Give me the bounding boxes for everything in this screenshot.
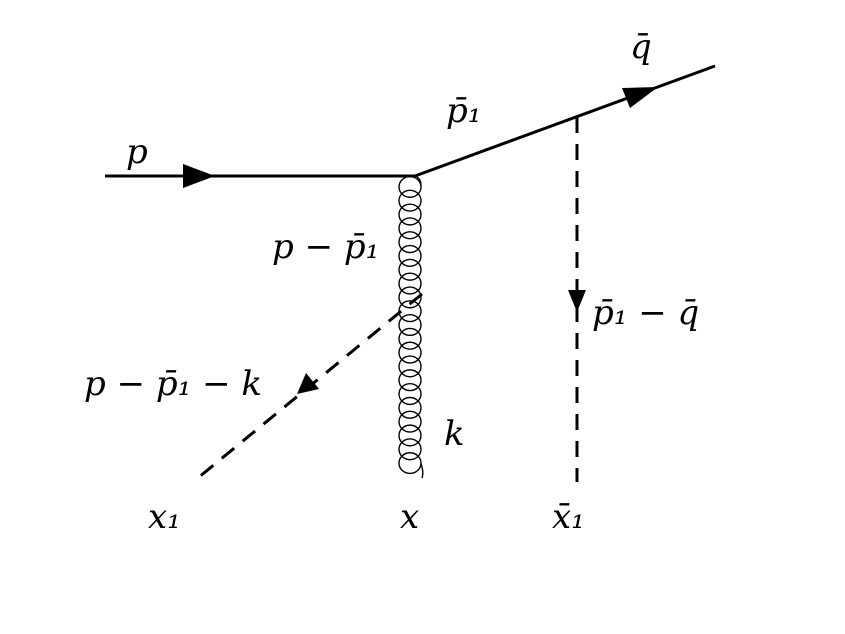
incoming-arrow xyxy=(183,164,215,188)
gluon-loop xyxy=(398,341,422,364)
gluon-loop xyxy=(398,313,422,337)
gluon-loop xyxy=(398,203,422,226)
gluon-loop xyxy=(398,327,422,350)
gluon-loop xyxy=(398,300,422,323)
label-p-minus-p1bar: p − p̄₁ xyxy=(272,227,379,267)
gluon-loop xyxy=(398,396,422,419)
gluon-loop xyxy=(398,410,422,433)
label-qbar: q̄ xyxy=(630,27,652,67)
label-x1bar: x̄₁ xyxy=(552,497,585,537)
gluon-loop xyxy=(398,231,422,254)
right-scalar-arrow xyxy=(568,290,586,312)
outgoing-arrow xyxy=(622,87,658,108)
label-p: p xyxy=(126,132,148,172)
label-k: k xyxy=(444,414,465,454)
gluon-loop xyxy=(398,272,422,295)
label-p1bar-minus-qbar: p̄₁ − q̄ xyxy=(592,293,699,333)
left-scalar-arrow xyxy=(297,373,319,394)
gluon-loop xyxy=(398,258,422,281)
gluon-loop xyxy=(398,175,422,198)
gluon-loop xyxy=(398,369,422,392)
label-p1bar: p̄₁ xyxy=(446,91,481,131)
label-x1: x₁ xyxy=(148,497,181,537)
gluon-loop xyxy=(398,382,422,406)
gluon-loop xyxy=(398,189,422,212)
label-x: x xyxy=(400,497,419,537)
gluon-loop xyxy=(398,355,422,378)
gluon-line xyxy=(398,175,424,479)
gluon-tail xyxy=(414,175,424,479)
gluon-loop xyxy=(398,286,422,309)
gluon-loop xyxy=(398,424,422,447)
outgoing-fermion-line xyxy=(414,64,716,178)
label-p-minus-p1bar-minus-k: p − p̄₁ − k xyxy=(84,364,262,404)
gluon-loop xyxy=(398,452,422,475)
gluon-loop xyxy=(398,244,422,268)
gluon-loop xyxy=(398,217,422,240)
gluon-loop xyxy=(398,438,422,461)
